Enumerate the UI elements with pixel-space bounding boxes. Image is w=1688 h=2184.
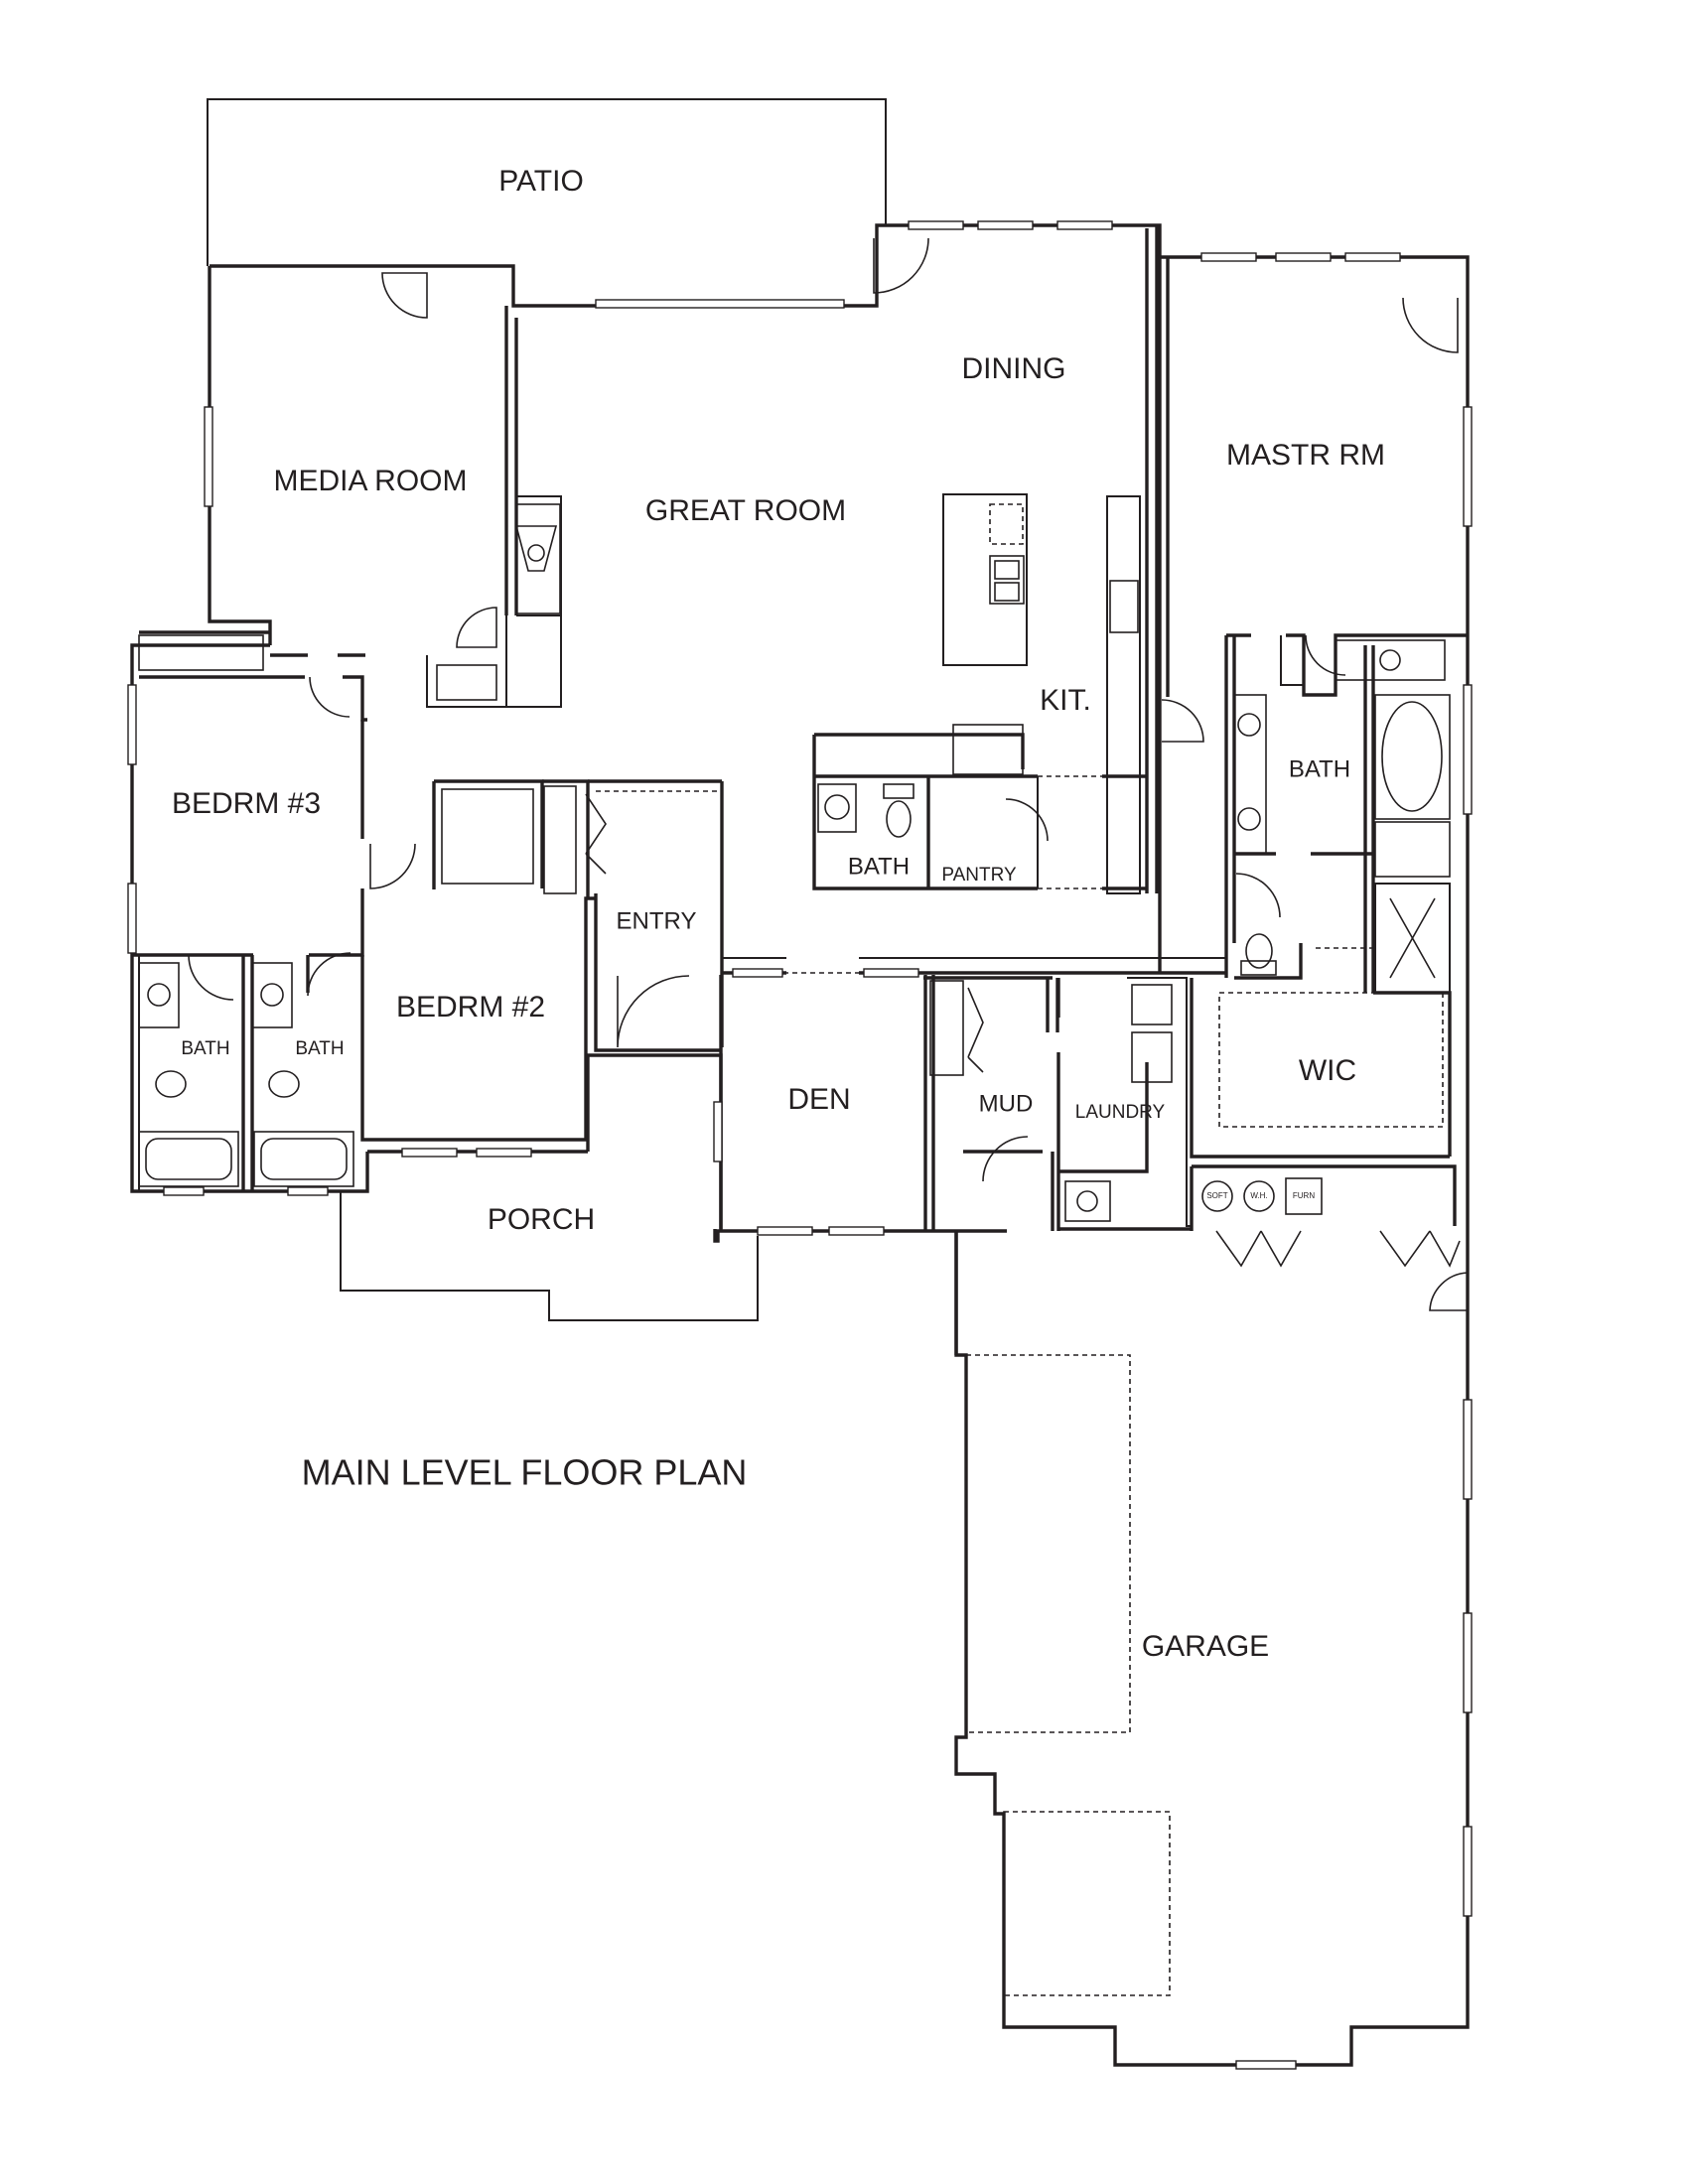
label-master-bath: BATH — [1289, 755, 1350, 782]
label-water-softener: SOFT — [1206, 1191, 1227, 1200]
patio-outline — [207, 98, 887, 266]
label-mud: MUD — [979, 1090, 1034, 1117]
windows — [127, 220, 1473, 2070]
label-entry: ENTRY — [617, 907, 697, 934]
label-dining: DINING — [962, 352, 1066, 385]
label-furnace: FURN — [1293, 1191, 1315, 1200]
label-bath-bed3: BATH — [181, 1038, 229, 1059]
label-bedroom-3: BEDRM #3 — [172, 787, 321, 820]
label-patio: PATIO — [498, 165, 584, 198]
label-bath-bed2: BATH — [295, 1038, 344, 1059]
label-porch: PORCH — [488, 1203, 595, 1236]
label-den: DEN — [787, 1083, 850, 1116]
label-master-room: MASTR RM — [1226, 439, 1385, 472]
label-water-heater: W.H. — [1250, 1191, 1267, 1200]
label-kitchen: KIT. — [1040, 684, 1091, 717]
label-bedroom-2: BEDRM #2 — [396, 991, 545, 1024]
interior-walls — [132, 225, 1468, 1996]
label-pantry: PANTRY — [941, 865, 1017, 886]
label-laundry: LAUNDRY — [1075, 1102, 1166, 1123]
label-half-bath: BATH — [848, 853, 910, 880]
door-swings — [188, 237, 1469, 1311]
label-wic: WIC — [1299, 1054, 1356, 1087]
fixtures — [138, 525, 1446, 1187]
plan-title: MAIN LEVEL FLOOR PLAN — [302, 1452, 748, 1493]
label-great-room: GREAT ROOM — [645, 494, 846, 527]
room-labels: PATIO MEDIA ROOM GREAT ROOM DINING MASTR… — [172, 165, 1385, 1663]
label-media-room: MEDIA ROOM — [273, 465, 467, 497]
label-garage: GARAGE — [1142, 1630, 1269, 1663]
